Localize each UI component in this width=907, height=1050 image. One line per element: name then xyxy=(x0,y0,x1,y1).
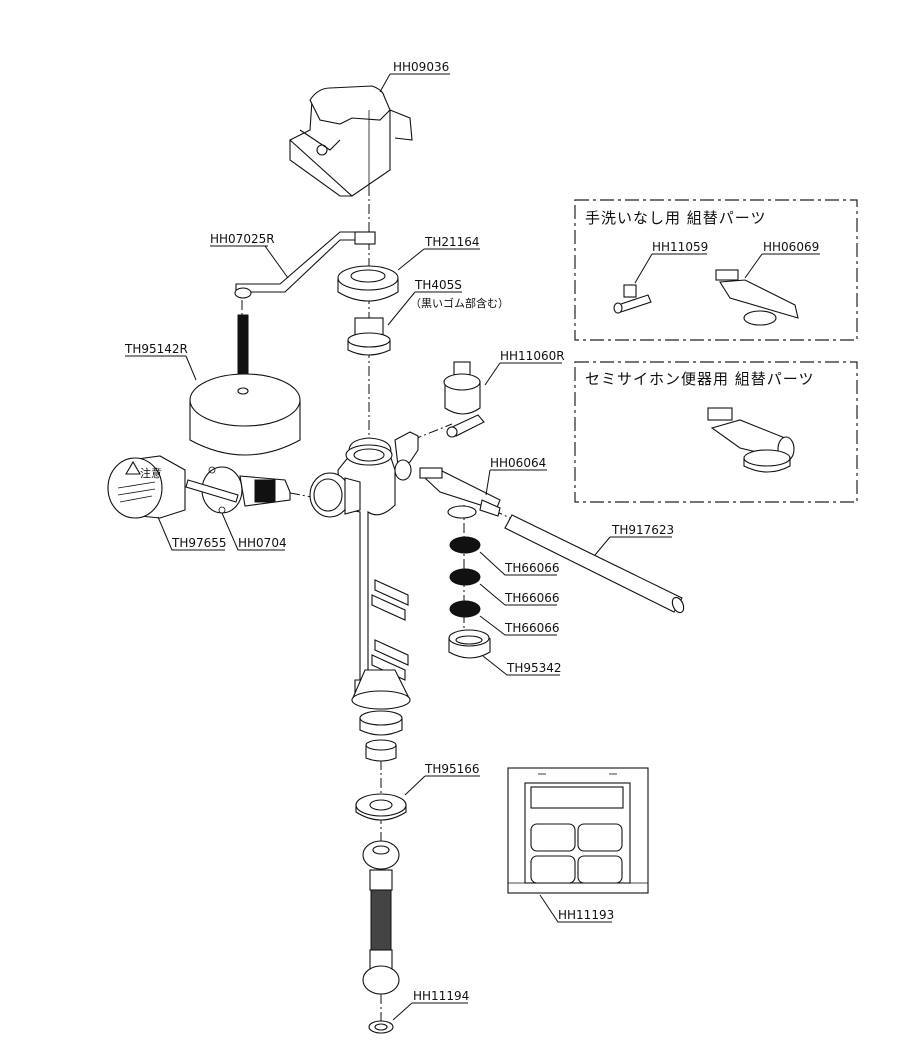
arrow-th405s xyxy=(387,291,416,326)
label-hh09036[interactable]: HH09036 xyxy=(393,60,449,74)
part-th405s[interactable] xyxy=(347,317,391,356)
arrow-th917623 xyxy=(594,536,611,556)
part-hh06069[interactable] xyxy=(715,269,799,326)
arrow-hh11059 xyxy=(634,253,653,284)
part-th95166-washer[interactable] xyxy=(355,793,407,821)
label-th405s-note: （黒いゴム部含む） xyxy=(410,296,509,310)
label-hh11193[interactable]: HH11193 xyxy=(558,908,614,922)
part-hh09036-cover[interactable] xyxy=(289,85,413,197)
part-hh11059[interactable] xyxy=(613,284,652,314)
part-main-body xyxy=(309,431,419,762)
label-th21164[interactable]: TH21164 xyxy=(424,235,480,249)
arrow-hh11194 xyxy=(392,1002,413,1021)
label-th97655[interactable]: TH97655 xyxy=(171,536,227,550)
label-hh0704[interactable]: HH0704 xyxy=(238,536,287,550)
part-hh11060r-valve[interactable] xyxy=(443,361,485,438)
part-hh11193-panel[interactable] xyxy=(507,767,649,894)
leader-th66066-2 xyxy=(479,583,557,606)
part-th66066-gasket-3[interactable] xyxy=(449,600,481,618)
part-hh06064-connector[interactable] xyxy=(419,467,501,519)
part-flexible-hose xyxy=(362,840,400,995)
replacement-parts-box-no-handwash: 手洗いなし用 組替パーツ HH11059 HH06069 xyxy=(574,199,858,341)
label-th66066-2[interactable]: TH66066 xyxy=(504,591,560,605)
replacement-parts-box-semi-siphon: セミサイホン便器用 組替パーツ xyxy=(574,361,858,503)
arrow-hh06069 xyxy=(744,253,763,279)
part-th66066-gasket-2[interactable] xyxy=(449,568,481,586)
label-hh06069[interactable]: HH06069 xyxy=(763,240,819,254)
arrow-th21164 xyxy=(397,248,425,271)
part-th66066-gasket-1[interactable] xyxy=(449,536,481,554)
part-th97655-cap[interactable]: 注意 xyxy=(107,455,186,519)
label-th95166[interactable]: TH95166 xyxy=(424,762,480,776)
part-th917623-pipe[interactable] xyxy=(504,514,686,614)
leader-hh11193 xyxy=(539,894,612,923)
leader-th66066-3 xyxy=(479,615,557,636)
arrow-th95142r xyxy=(185,355,197,381)
part-th21164-nut[interactable] xyxy=(337,265,399,302)
arrow-hh09036 xyxy=(379,73,391,93)
label-th66066-3[interactable]: TH66066 xyxy=(504,621,560,635)
leader-th95342 xyxy=(482,655,560,676)
label-th917623[interactable]: TH917623 xyxy=(611,523,674,537)
part-hh07025r-arm[interactable] xyxy=(234,231,376,299)
label-hh07025r[interactable]: HH07025R xyxy=(210,232,275,246)
box-title-no-handwash: 手洗いなし用 組替パーツ xyxy=(585,209,766,227)
label-hh11059[interactable]: HH11059 xyxy=(652,240,708,254)
arrow-hh11060r xyxy=(484,362,501,386)
part-th95342-nut[interactable] xyxy=(448,629,491,659)
leader-th66066-1 xyxy=(479,551,557,576)
part-semi-siphon-elbow[interactable] xyxy=(707,407,795,473)
arrow-hh07025r xyxy=(264,245,289,279)
label-th66066-1[interactable]: TH66066 xyxy=(504,561,560,575)
label-hh11060r[interactable]: HH11060R xyxy=(500,349,565,363)
part-th95142r-float[interactable] xyxy=(189,373,301,456)
part-hh11194-seal[interactable] xyxy=(368,1020,394,1034)
leader-th97655 xyxy=(157,516,225,551)
arrow-hh06064 xyxy=(485,469,491,496)
label-hh06064[interactable]: HH06064 xyxy=(490,456,546,470)
arrow-th95166 xyxy=(404,775,426,796)
leader-hh0704 xyxy=(221,512,285,551)
caution-label: 注意 xyxy=(140,466,162,480)
valve-axis xyxy=(411,423,453,441)
label-hh11194[interactable]: HH11194 xyxy=(413,989,469,1003)
label-th95342[interactable]: TH95342 xyxy=(506,661,562,675)
part-hh0704-lever[interactable] xyxy=(185,466,291,514)
box-title-semi-siphon: セミサイホン便器用 組替パーツ xyxy=(585,370,814,388)
label-th95142r[interactable]: TH95142R xyxy=(124,342,188,356)
lever-axis xyxy=(289,492,313,498)
label-th405s[interactable]: TH405S xyxy=(414,278,462,292)
